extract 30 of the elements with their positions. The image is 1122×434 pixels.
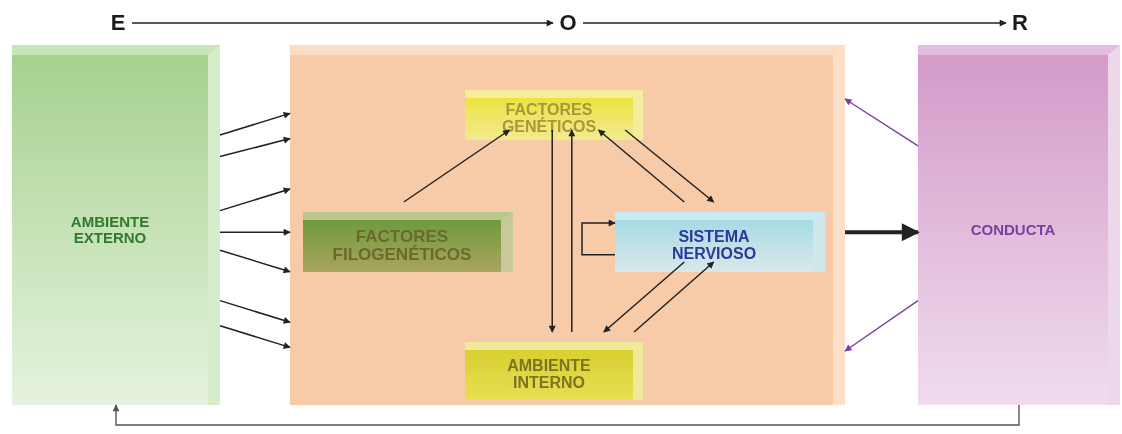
arrow	[581, 219, 616, 256]
arrow	[219, 187, 291, 212]
arrow	[219, 325, 291, 349]
thick-arrow	[845, 223, 920, 242]
arrow	[844, 299, 919, 352]
arrow	[844, 98, 919, 147]
behavior-block: CONDUCTA	[918, 45, 1120, 405]
arrow	[219, 136, 291, 158]
process-box: SISTEMA NERVIOSO	[615, 212, 825, 272]
arrow	[131, 19, 554, 27]
arrow	[403, 129, 511, 203]
arrow	[597, 129, 686, 203]
arrow	[603, 261, 686, 333]
stage-letter: O	[553, 9, 583, 37]
arrow	[112, 404, 1020, 426]
arrow	[548, 129, 556, 333]
arrow	[582, 19, 1007, 27]
arrow	[624, 129, 715, 203]
arrow	[219, 299, 291, 324]
process-box: FACTORES GENÉTICOS	[465, 90, 643, 140]
organism-panel	[290, 45, 845, 405]
arrow	[568, 129, 576, 333]
arrow	[219, 111, 291, 136]
environment-block: AMBIENTE EXTERNO	[12, 45, 220, 405]
process-box: AMBIENTE INTERNO	[465, 342, 643, 400]
stage-letter: E	[104, 9, 132, 37]
stage-letter: R	[1006, 9, 1034, 37]
arrow	[219, 228, 291, 236]
arrow	[219, 249, 291, 274]
arrow	[633, 261, 715, 333]
